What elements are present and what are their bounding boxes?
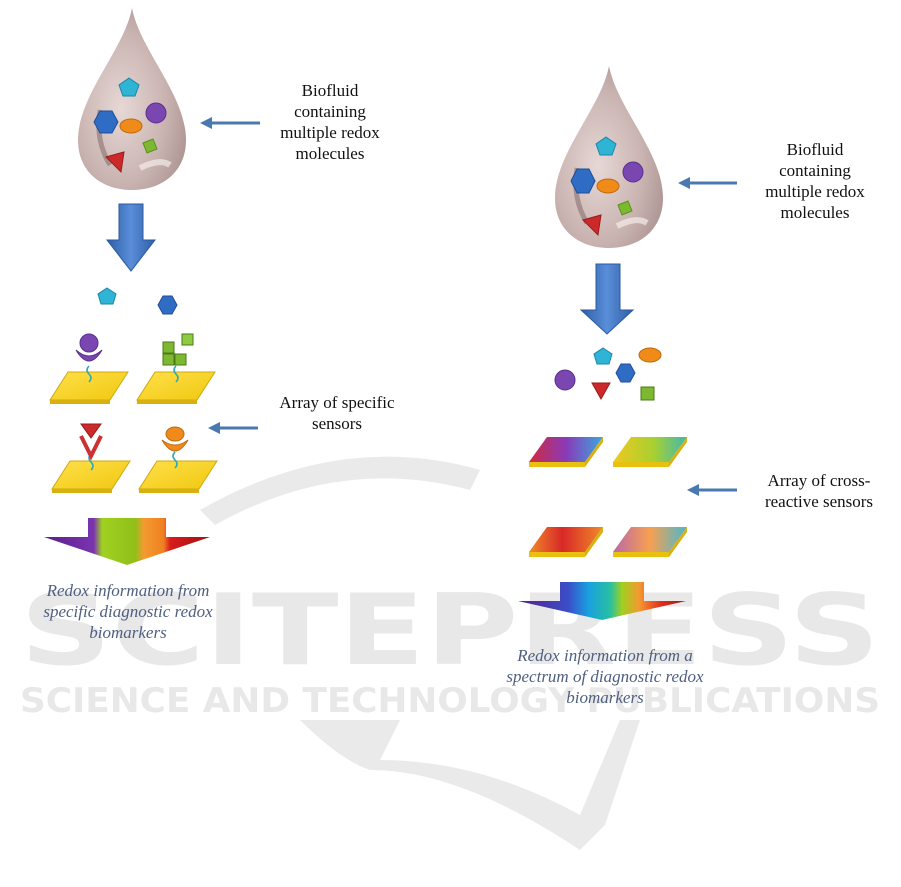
linker — [173, 365, 179, 383]
cross-reactive-sensor — [529, 437, 603, 467]
caption-line: Redox information from — [46, 581, 210, 600]
ellipse-molecule — [119, 118, 143, 134]
drop-shape — [555, 66, 663, 248]
receptor-cup — [75, 349, 103, 362]
ellipse-molecule — [165, 426, 185, 442]
receptor-v — [79, 435, 103, 461]
right-caption: Redox information from a spectrum of dia… — [480, 645, 730, 708]
square-molecule — [640, 386, 655, 401]
caption-line: Redox information from a — [517, 646, 693, 665]
square-molecule — [617, 200, 633, 216]
pointer-arrow-right-biofluid — [678, 177, 737, 189]
pentagon-molecule — [118, 77, 140, 97]
caption-line: biomarkers — [566, 688, 644, 707]
left-biofluid-label: Biofluid containing multiple redox molec… — [255, 80, 405, 164]
flow-arrow-left — [105, 203, 157, 272]
label-line: containing — [779, 161, 851, 180]
pentagon-molecule — [97, 287, 117, 305]
output-arrow-left — [44, 518, 210, 565]
circle-molecule — [145, 102, 167, 124]
linker — [86, 365, 92, 383]
circle-molecule — [622, 161, 644, 183]
biofluid-drop-right — [555, 66, 663, 248]
ellipse-molecule — [638, 347, 662, 363]
circle-molecule — [554, 369, 576, 391]
circle-molecule — [79, 333, 99, 353]
triangle-molecule — [582, 214, 602, 237]
left-panel — [44, 8, 260, 565]
output-arrow-right — [518, 582, 686, 620]
square-molecule — [142, 138, 158, 154]
right-panel — [518, 66, 737, 620]
label-line: molecules — [295, 144, 365, 163]
label-line: containing — [294, 102, 366, 121]
sensor-plate — [49, 371, 129, 401]
pentagon-molecule — [595, 136, 617, 156]
hexagon-molecule — [157, 295, 178, 315]
specific-sensor-triangle — [51, 423, 131, 493]
sensor-plate — [136, 371, 216, 401]
sensor-plate — [138, 460, 218, 490]
receptor-block — [162, 353, 175, 366]
receptor-cup — [161, 439, 189, 452]
ellipse-molecule — [596, 178, 620, 194]
linker — [172, 451, 178, 469]
triangle-molecule — [105, 151, 125, 174]
hexagon-molecule — [615, 363, 636, 383]
watermark: SCITEPRESS SCIENCE AND TECHNOLOGY PUBLIC… — [20, 456, 880, 850]
hexagon-molecule — [93, 110, 119, 134]
cross-reactive-sensor — [613, 527, 687, 557]
label-line: molecules — [780, 203, 850, 222]
specific-sensor-circle — [49, 333, 129, 404]
left-sensor-label: Array of specific sensors — [262, 392, 412, 434]
biofluid-drop-left — [78, 8, 186, 190]
label-line: multiple redox — [280, 123, 380, 142]
label-line: multiple redox — [765, 182, 865, 201]
triangle-molecule — [80, 423, 102, 439]
caption-line: specific diagnostic redox — [43, 602, 213, 621]
sensor-plate — [51, 460, 131, 490]
drop-highlight — [138, 159, 172, 171]
label-line: Biofluid — [786, 140, 844, 159]
triangle-molecule — [591, 382, 611, 401]
cross-reactive-sensor — [613, 437, 687, 467]
receptor-block — [162, 341, 175, 354]
square-molecule — [181, 333, 194, 346]
label-line: Array of cross- — [767, 471, 871, 490]
label-line: Biofluid — [301, 81, 359, 100]
pointer-arrow-left-biofluid — [200, 117, 260, 129]
left-caption: Redox information from specific diagnost… — [20, 580, 236, 643]
pointer-arrow-right-sensors — [687, 484, 737, 496]
cross-reactive-sensor — [529, 527, 603, 557]
watermark-swoosh — [200, 456, 480, 525]
right-sensor-label: Array of cross- reactive sensors — [744, 470, 894, 512]
caption-line: spectrum of diagnostic redox — [506, 667, 704, 686]
watermark-subtitle: SCIENCE AND TECHNOLOGY PUBLICATIONS — [20, 681, 880, 721]
pointer-arrow-left-sensors — [208, 422, 258, 434]
watermark-title: SCITEPRESS — [20, 574, 880, 688]
specific-sensor-square — [136, 333, 216, 404]
right-biofluid-label: Biofluid containing multiple redox molec… — [740, 139, 890, 223]
specific-sensor-ellipse — [138, 426, 218, 493]
drop-highlight — [615, 217, 649, 229]
label-line: Array of specific — [279, 393, 395, 412]
pentagon-molecule — [593, 347, 613, 365]
watermark-book-shape — [300, 720, 640, 850]
hexagon-molecule — [570, 168, 596, 194]
label-line: sensors — [311, 414, 363, 433]
receptor-block — [174, 353, 187, 366]
caption-line: biomarkers — [89, 623, 167, 642]
drop-shape — [78, 8, 186, 190]
label-line: reactive sensors — [764, 492, 874, 511]
flow-arrow-right — [579, 263, 635, 335]
